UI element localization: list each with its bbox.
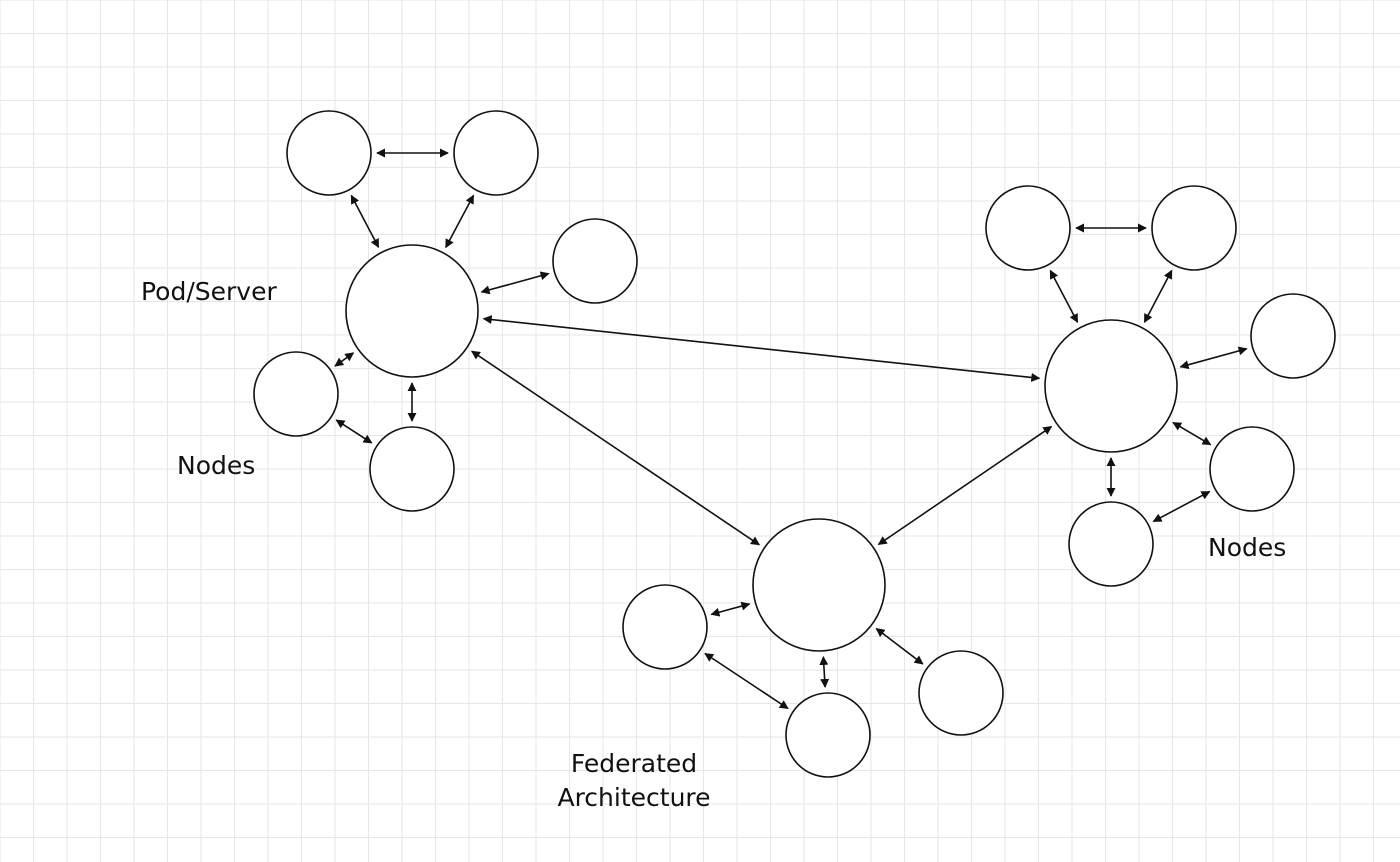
edge-a1-s1 — [350, 194, 380, 249]
node-b4 — [1209, 426, 1295, 512]
edge-s2-b4 — [1172, 421, 1212, 446]
edge-b4-b5 — [1152, 490, 1211, 523]
server-node-bottom — [752, 518, 886, 652]
edge-b2-s2 — [1143, 269, 1173, 324]
label-architecture: Architecture — [557, 783, 710, 812]
server-node-left — [345, 244, 479, 378]
edge-a4-a5 — [335, 419, 373, 444]
edge-s1-s3 — [470, 350, 761, 546]
edge-s1-s2 — [482, 315, 1041, 382]
connection-edges — [334, 148, 1248, 710]
node-b1 — [985, 185, 1071, 271]
edge-s3-c3 — [875, 627, 924, 665]
edge-s1-a4 — [334, 352, 355, 367]
label-pod-server: Pod/Server — [141, 277, 277, 306]
label-nodes-left: Nodes — [177, 451, 255, 480]
node-c3 — [918, 650, 1004, 736]
node-c1 — [622, 584, 708, 670]
edge-s2-s3 — [877, 425, 1053, 546]
server-node-right — [1044, 319, 1178, 453]
diagram-labels: Pod/Server Nodes Nodes Federated Archite… — [141, 277, 1286, 812]
node-a3 — [552, 218, 638, 304]
node-a1 — [286, 110, 372, 196]
edge-a2-s1 — [445, 194, 475, 249]
node-a2 — [453, 110, 539, 196]
node-a4 — [253, 351, 339, 437]
diagram-nodes — [253, 110, 1336, 778]
node-a5 — [369, 426, 455, 512]
edge-s3-c1 — [710, 601, 751, 617]
node-c2 — [785, 692, 871, 778]
node-b3 — [1250, 293, 1336, 379]
edge-s2-b3 — [1179, 346, 1248, 370]
edge-c1-c2 — [704, 652, 789, 710]
label-federated: Federated — [571, 749, 697, 778]
node-b2 — [1151, 185, 1237, 271]
label-nodes-right: Nodes — [1208, 533, 1286, 562]
edge-b1-s2 — [1049, 269, 1079, 324]
edge-s3-c2 — [819, 655, 830, 688]
edge-s1-a3 — [480, 271, 550, 295]
node-b5 — [1068, 501, 1154, 587]
